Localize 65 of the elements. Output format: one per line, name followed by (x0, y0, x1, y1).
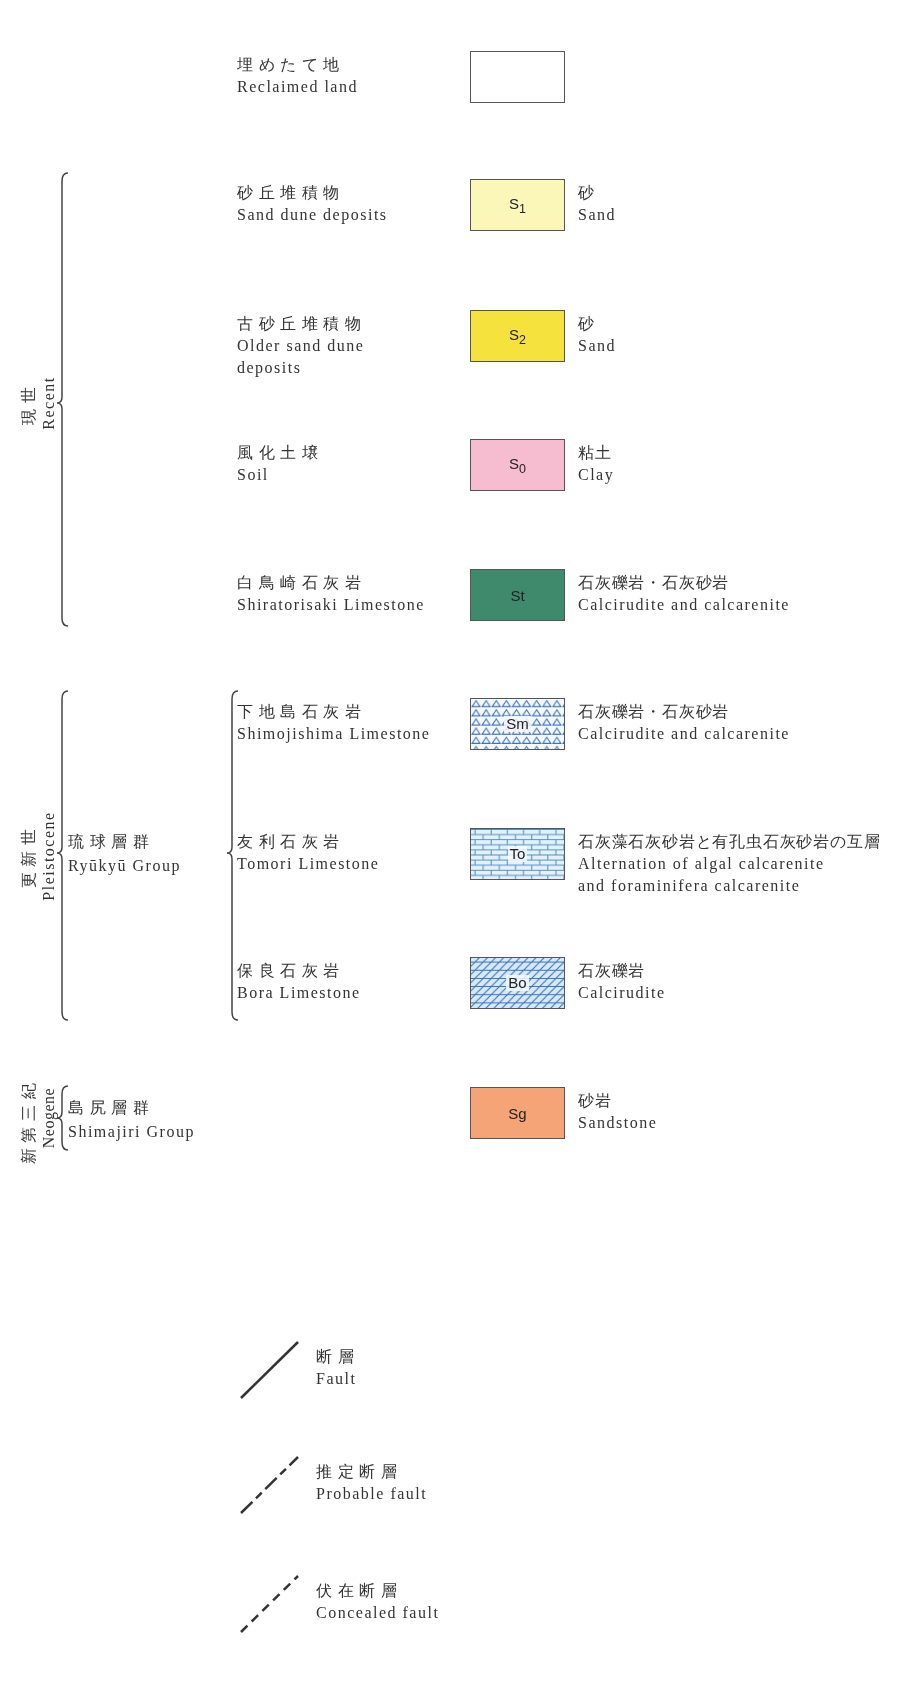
unit-name-japanese: 風化土壌 (237, 443, 324, 463)
epoch-label: 新第三紀 (19, 1077, 38, 1165)
unit-name-japanese: 白鳥崎石灰岩 (237, 573, 367, 593)
epoch-label: 現世 (19, 381, 38, 425)
group-label: 島尻層群 (68, 1098, 155, 1118)
map-unit-swatch (470, 51, 565, 103)
unit-name: Bora Limestone (237, 983, 361, 1003)
lithology-text: Clay (578, 465, 615, 486)
unit-name: Older sand dune deposits (237, 336, 366, 379)
map-unit-swatch (470, 310, 565, 362)
legend-text-japanese: 断層 (316, 1347, 360, 1367)
unit-symbol: To (507, 846, 528, 862)
map-unit-swatch (470, 569, 565, 621)
unit-symbol: Sg (508, 1104, 527, 1122)
unit-name: Soil (237, 465, 269, 485)
lithology-text: Sand (578, 205, 616, 225)
map-unit-swatch (470, 179, 565, 231)
unit-name: Shiratorisaki Limestone (237, 595, 425, 615)
lithology-text-japanese: 粘土 (578, 443, 612, 463)
unit-name: Reclaimed land (237, 77, 358, 97)
unit-name-japanese: 保良石灰岩 (237, 961, 345, 981)
unit-symbol: Bo (506, 975, 529, 991)
unit-symbol: S$_{0}$ (509, 454, 526, 476)
lithology-text-japanese: 石灰礫岩・石灰砂岩 (578, 702, 730, 722)
lithology-text-japanese: 砂岩 (578, 1091, 612, 1111)
lithology-text-japanese: 石灰礫岩・石灰砂岩 (578, 573, 730, 593)
map-unit-swatch (470, 1087, 565, 1139)
legend-text: Probable fault (316, 1484, 428, 1504)
map-unit-swatch (470, 957, 565, 1009)
unit-symbol: Sm (504, 716, 531, 732)
group-label: Shimajiri Group (68, 1122, 195, 1143)
unit-symbol: S$_{2}$ (509, 325, 526, 347)
lithology-text: Sand (578, 336, 616, 356)
map-unit-swatch (470, 439, 565, 491)
map-unit-swatch (470, 828, 565, 880)
unit-name-japanese: 下地島石灰岩 (237, 702, 367, 722)
unit-name-japanese: 古砂丘堆積物 (237, 314, 367, 334)
group-label: 琉球層群 (68, 832, 155, 852)
unit-symbol: St (510, 586, 525, 604)
epoch-label: Pleistocene (39, 811, 58, 901)
lithology-text-japanese: 砂 (578, 183, 595, 203)
unit-name-japanese: 砂丘堆積物 (237, 183, 345, 203)
epoch-label: Neogene (39, 1087, 59, 1149)
lithology-text-japanese: 石灰藻石灰砂岩と有孔虫石灰砂岩の互層 (578, 832, 881, 852)
legend-text: Fault (316, 1369, 357, 1389)
group-label: Ryūkyū Group (68, 856, 181, 877)
lithology-text: Sandstone (578, 1113, 658, 1133)
legend-text: Concealed fault (316, 1603, 440, 1623)
map-unit-swatch (470, 698, 565, 750)
lithology-text-japanese: 砂 (578, 314, 595, 334)
unit-name-japanese: 友利石灰岩 (237, 832, 345, 852)
unit-name: Shimojishima Limestone (237, 724, 431, 745)
lithology-text: Calcirudite and calcarenite (578, 595, 790, 615)
epoch-label: 更新世 (19, 823, 38, 889)
lithology-text-japanese: 石灰礫岩 (578, 961, 646, 981)
epoch-label: Recent (39, 376, 58, 430)
unit-name: Sand dune deposits (237, 205, 388, 226)
unit-name-japanese: 埋めたて地 (237, 55, 345, 75)
unit-name: Tomori Limestone (237, 854, 380, 874)
lithology-text: Calcirudite (578, 983, 666, 1003)
legend-text-japanese: 伏在断層 (316, 1581, 403, 1601)
lithology-text: Calcirudite and calcarenite (578, 724, 790, 744)
lithology-text: Alternation of algal calcarenite and foraminifera calcarenite (578, 854, 826, 896)
unit-symbol: S$_{1}$ (509, 194, 526, 216)
legend-text-japanese: 推定断層 (316, 1462, 403, 1482)
